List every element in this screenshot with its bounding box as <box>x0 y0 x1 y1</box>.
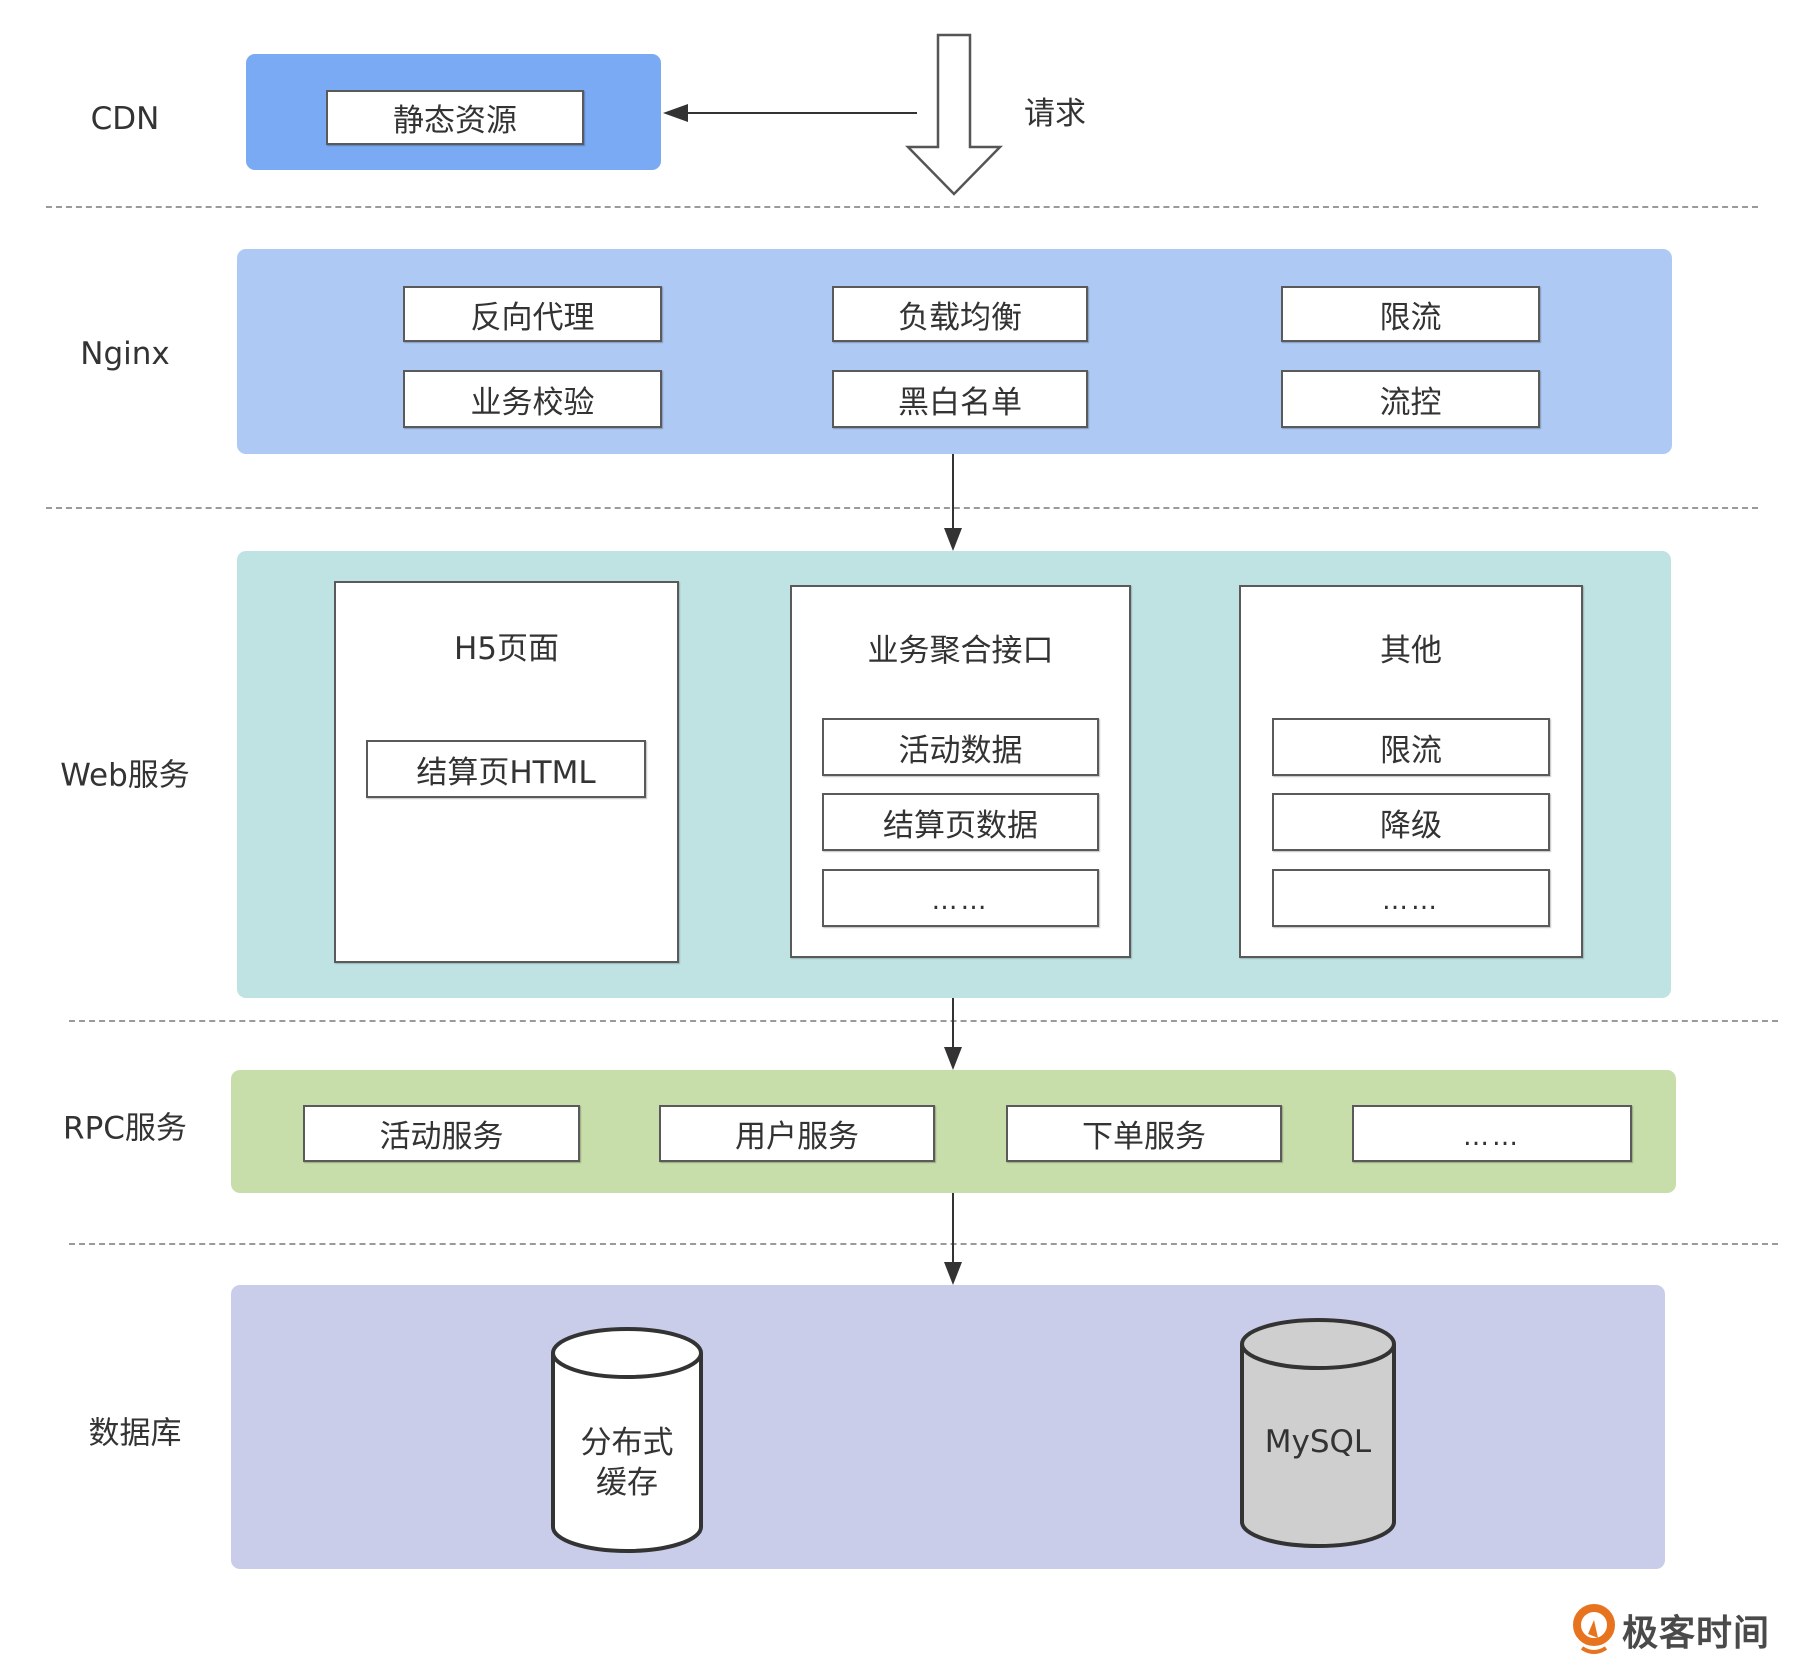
layer-label-web: Web服务 <box>60 757 190 794</box>
arrow-rpc-to-db <box>944 1193 962 1285</box>
panel-title: 业务聚合接口 <box>867 633 1054 669</box>
other-more: …… <box>1272 869 1550 927</box>
nginx-black-white-list: 黑白名单 <box>832 370 1088 428</box>
geektime-logo-icon <box>1573 1604 1615 1654</box>
cache-label-line2: 缓存 <box>596 1465 658 1501</box>
h5-checkout-html: 结算页HTML <box>366 740 646 798</box>
nginx-flow-control: 流控 <box>1281 370 1540 428</box>
request-label: 请求 <box>1024 96 1086 132</box>
arrow-web-to-rpc <box>944 998 962 1070</box>
rpc-activity-service: 活动服务 <box>303 1105 580 1162</box>
database-layer <box>231 1285 1665 1569</box>
rpc-user-service: 用户服务 <box>659 1105 935 1162</box>
api-activity-data: 活动数据 <box>822 718 1099 776</box>
layer-divider <box>46 206 1758 208</box>
arrow-nginx-to-web <box>944 454 962 551</box>
layer-divider <box>69 1020 1778 1022</box>
watermark-text: 极客时间 <box>1622 1613 1771 1654</box>
nginx-business-validation: 业务校验 <box>403 370 662 428</box>
layer-divider <box>69 1243 1778 1245</box>
geektime-watermark: 极客时间 <box>1572 1604 1770 1656</box>
panel-title: 其他 <box>1380 633 1442 669</box>
layer-label-cdn: CDN <box>90 101 160 137</box>
layer-label-nginx: Nginx <box>80 336 170 372</box>
other-degrade: 降级 <box>1272 793 1550 851</box>
api-more: …… <box>822 869 1099 927</box>
nginx-rate-limit: 限流 <box>1281 286 1540 342</box>
mysql-label: MySQL <box>1242 1422 1394 1462</box>
cdn-static-resources: 静态资源 <box>326 90 584 145</box>
layer-label-rpc: RPC服务 <box>63 1110 187 1147</box>
arrow-to-cdn <box>663 104 917 122</box>
panel-title: H5页面 <box>453 631 560 667</box>
request-arrow-icon <box>905 33 1003 196</box>
api-checkout-data: 结算页数据 <box>822 793 1099 851</box>
cache-label-line1: 分布式 <box>580 1425 674 1461</box>
mysql-label-line1: MySQL <box>1264 1424 1372 1460</box>
nginx-load-balancing: 负载均衡 <box>832 286 1088 342</box>
nginx-reverse-proxy: 反向代理 <box>403 286 662 342</box>
other-rate-limit: 限流 <box>1272 718 1550 776</box>
layer-label-database: 数据库 <box>88 1415 182 1452</box>
rpc-more: …… <box>1352 1105 1632 1162</box>
layer-divider <box>46 507 1758 509</box>
rpc-order-service: 下单服务 <box>1006 1105 1282 1162</box>
cache-label: 分布式 缓存 <box>553 1423 701 1503</box>
